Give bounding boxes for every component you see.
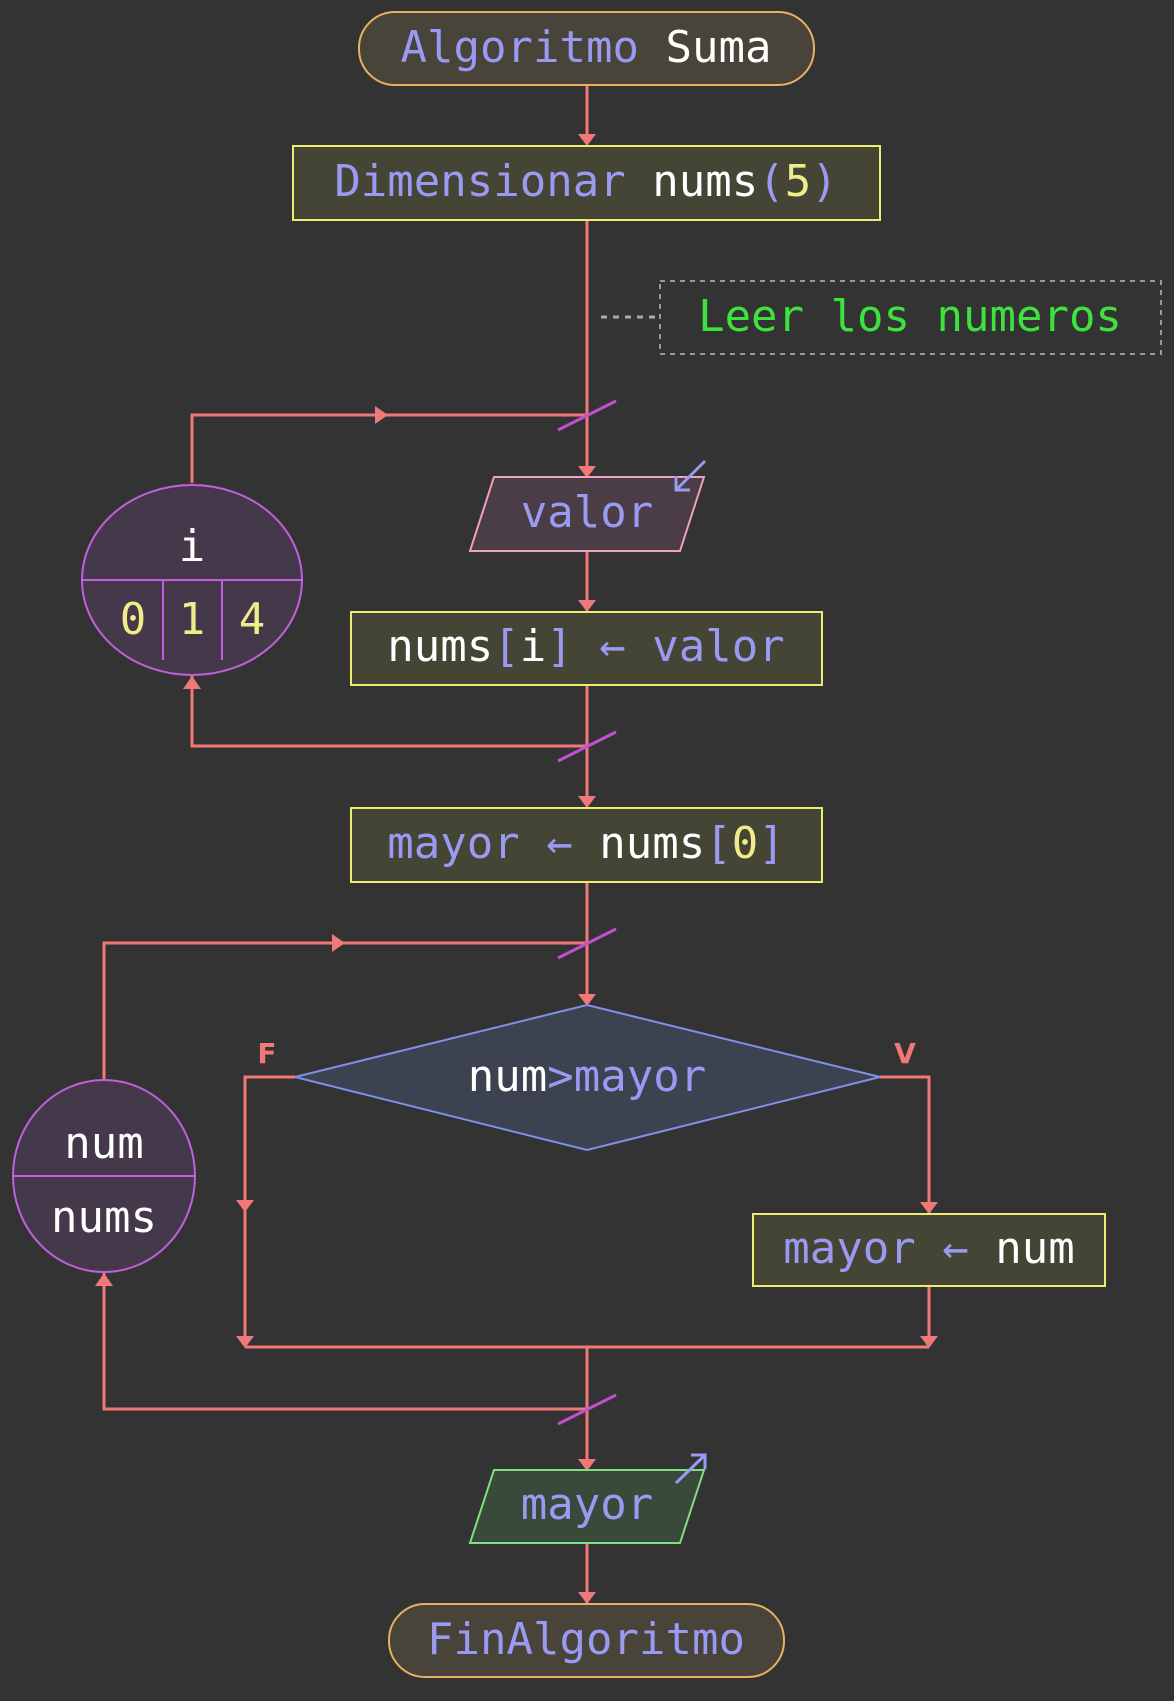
arrowhead [95,1273,113,1286]
assign-array-shape [350,611,823,686]
input-shape [468,476,706,552]
decision-false-label: F [257,1037,276,1070]
arrowhead [578,1592,596,1604]
arrowhead [920,1336,938,1348]
flow-false-branch [243,1075,295,1345]
end-terminal-shape [388,1603,785,1678]
dimension-process-text: Dimensionar nums(5) [334,156,837,207]
input-var: valor [521,487,653,538]
dimension-process-shape [292,145,881,221]
foreach-loop-node[interactable]: num nums [12,1079,196,1273]
for-loop-node[interactable]: i 0 1 4 [81,484,303,676]
flow-for-loop-back [190,676,587,748]
output-var: mayor [521,1479,653,1530]
flow-lines [102,86,931,1603]
arrowhead [236,1336,254,1348]
flow-foreach-loop-back [102,1273,587,1411]
assign-max-process[interactable]: mayor ← num [752,1213,1106,1287]
output-node[interactable]: mayor [468,1453,707,1544]
for-loop-start: 0 [120,594,147,645]
assign-array-text: nums[i] ← valor [387,621,784,672]
input-node[interactable]: valor [468,459,707,552]
flow-foreach-loop-entry [102,941,587,1080]
arrowhead [236,1200,254,1212]
dimension-process[interactable]: Dimensionar nums(5) [292,145,881,221]
decision-node[interactable]: num>mayor F V [257,1003,916,1152]
output-shape [468,1469,706,1544]
loop-slash [557,399,617,432]
arrowhead [375,406,388,424]
start-terminal-shape [358,11,815,86]
comment-note[interactable]: Leer los numeros [601,280,1162,355]
assign-max-text: mayor ← num [783,1223,1074,1274]
loop-slashes [557,399,617,1426]
comment-text: Leer los numeros [698,291,1122,342]
foreach-loop-var: num [64,1118,143,1169]
arrowhead [578,600,596,612]
arrowhead [578,796,596,808]
assign-max-shape [752,1213,1106,1287]
for-loop-step: 1 [179,594,206,645]
assign-init-process[interactable]: mayor ← nums[0] [350,807,823,883]
for-loop-end: 4 [239,594,266,645]
start-terminal-text: Algoritmo Suma [401,22,772,73]
arrowhead [578,994,596,1006]
assign-init-text: mayor ← nums[0] [387,818,784,869]
arrowhead [920,1202,938,1214]
end-terminal-text: FinAlgoritmo [427,1614,745,1665]
loop-slash [557,927,617,960]
foreach-loop-collection: nums [51,1192,157,1243]
for-loop-var: i [179,521,206,572]
decision-shape [294,1003,881,1152]
end-terminal[interactable]: FinAlgoritmo [388,1603,785,1678]
flow-arrowheads [95,134,938,1604]
flow-for-loop-entry [190,413,587,483]
arrowhead [332,934,345,952]
flow-true-branch [880,1075,931,1213]
arrowhead [183,676,201,689]
loop-slash [557,1393,617,1426]
loop-slash [557,730,617,763]
assign-array-process[interactable]: nums[i] ← valor [350,611,823,686]
input-arrow-icon [674,459,707,492]
comment-box [659,280,1162,355]
arrowhead [578,134,596,146]
arrowhead [578,1459,596,1471]
decision-text: num>mayor [468,1051,706,1102]
output-arrow-icon [674,1453,707,1485]
arrowhead [578,466,596,478]
decision-true-label: V [894,1037,916,1070]
start-terminal[interactable]: Algoritmo Suma [358,11,815,86]
assign-init-shape [350,807,823,883]
